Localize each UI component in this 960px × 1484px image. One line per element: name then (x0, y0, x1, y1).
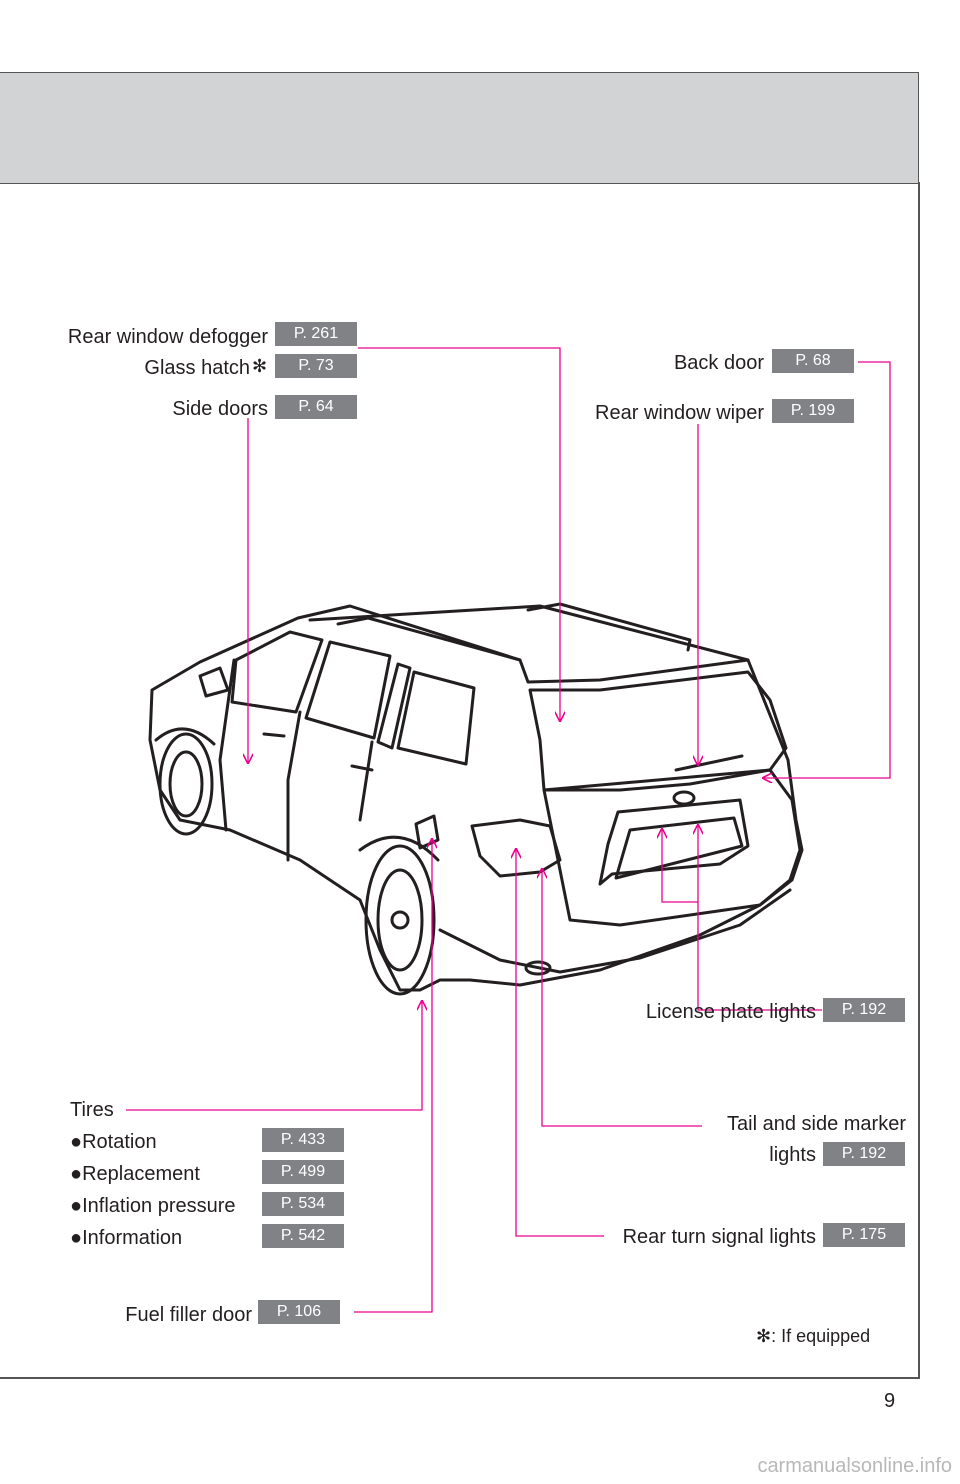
front-wheel (158, 732, 214, 836)
header-band (0, 72, 919, 184)
rear-window-defogger-page-badge[interactable]: P. 261 (275, 322, 357, 346)
emblem (672, 790, 696, 806)
rear-window-wiper-page-badge[interactable]: P. 199 (772, 399, 854, 423)
footnote-text: : If equipped (771, 1326, 871, 1346)
asterisk-icon: ✻ (252, 356, 268, 376)
quarter-window-2 (396, 670, 476, 766)
front-wheel-rim (168, 750, 204, 818)
vehicle-illustration (148, 602, 804, 996)
side-doors-label: Side doors (172, 398, 268, 420)
tires-item-information: ●Information (70, 1227, 183, 1249)
roof-line (308, 604, 750, 662)
rear-wheel (364, 844, 436, 996)
bottom-border (0, 1377, 920, 1379)
front-door-handle (262, 732, 286, 738)
tires-item-label: Inflation pressure (82, 1195, 236, 1217)
tail-side-marker-label: Tail and side marker (727, 1113, 906, 1135)
rear-hatch (542, 768, 802, 927)
inflation-pressure-page-badge[interactable]: P. 534 (262, 1192, 344, 1216)
tail-side-marker-label-line2: lights (769, 1144, 816, 1166)
leader-back-door (764, 361, 891, 778)
page-number: 9 (884, 1390, 896, 1412)
glass-hatch-label: Glass hatch (144, 357, 250, 379)
fuel-filler-door-page-badge[interactable]: P. 106 (258, 1300, 340, 1324)
rear-window-wiper-label: Rear window wiper (595, 402, 764, 424)
side-mirror (198, 666, 230, 698)
rear-wiper (674, 754, 744, 772)
rear-door-handle (350, 764, 374, 772)
glass-hatch-page-badge[interactable]: P. 73 (275, 354, 357, 378)
side-doors-page-badge[interactable]: P. 64 (275, 395, 357, 419)
tires-item-label: Replacement (82, 1163, 200, 1185)
leader-license-plate-1 (698, 826, 822, 1011)
rear-door-window (304, 640, 392, 740)
leader-tires (126, 1002, 422, 1111)
roof-rail-left (336, 616, 522, 662)
leader-rear-window-defogger (358, 347, 560, 720)
back-door-page-badge[interactable]: P. 68 (772, 349, 854, 373)
leader-rear-turn-signal (516, 850, 604, 1237)
footnote: ✻: If equipped (756, 1326, 870, 1347)
door-seam-2 (286, 710, 302, 862)
tires-item-label: Information (82, 1227, 183, 1249)
fog-lamp (524, 960, 552, 976)
front-arch (154, 727, 216, 746)
door-seam-3 (358, 740, 374, 822)
tires-item-inflation-pressure: ●Inflation pressure (70, 1195, 236, 1217)
rotation-page-badge[interactable]: P. 433 (262, 1128, 344, 1152)
watermark: carmanualsonline.info (757, 1455, 952, 1477)
tail-side-marker-page-badge[interactable]: P. 192 (823, 1142, 905, 1166)
quarter-window-1 (376, 662, 412, 750)
leader-lines (126, 347, 891, 1313)
tires-item-label: Rotation (82, 1131, 157, 1153)
rear-wheel-hub (390, 910, 410, 930)
body-outline (148, 604, 804, 992)
rear-wheel-rim (376, 868, 424, 972)
tail-lamp (470, 818, 562, 878)
fuel-door-outline (414, 814, 440, 850)
front-door-window (230, 630, 324, 714)
leader-tail-lights (542, 870, 702, 1127)
fuel-filler-door-label: Fuel filler door (125, 1304, 252, 1326)
leader-license-plate-2 (662, 830, 698, 903)
asterisk-icon: ✻ (756, 1326, 772, 1346)
rear-arch (358, 835, 440, 862)
rear-window-defogger-label: Rear window defogger (67, 326, 268, 348)
license-plate-lights-page-badge[interactable]: P. 192 (823, 998, 905, 1022)
tires-label: Tires (70, 1099, 114, 1121)
door-seam-1 (218, 658, 236, 832)
tires-item-replacement: ●Replacement (70, 1163, 200, 1185)
tires-item-rotation: ●Rotation (70, 1131, 157, 1153)
back-door-label: Back door (673, 352, 764, 374)
replacement-page-badge[interactable]: P. 499 (262, 1160, 344, 1184)
rear-turn-signal-label: Rear turn signal lights (622, 1226, 816, 1248)
license-plate-lights-label: License plate lights (645, 1001, 816, 1023)
information-page-badge[interactable]: P. 542 (262, 1224, 344, 1248)
license-recess (598, 798, 750, 886)
leader-fuel-filler (354, 840, 432, 1313)
roof-rail-right (526, 602, 692, 652)
license-plate (614, 816, 744, 880)
rear-turn-signal-page-badge[interactable]: P. 175 (823, 1223, 905, 1247)
right-border (918, 182, 920, 1378)
rear-bumper (438, 888, 792, 974)
